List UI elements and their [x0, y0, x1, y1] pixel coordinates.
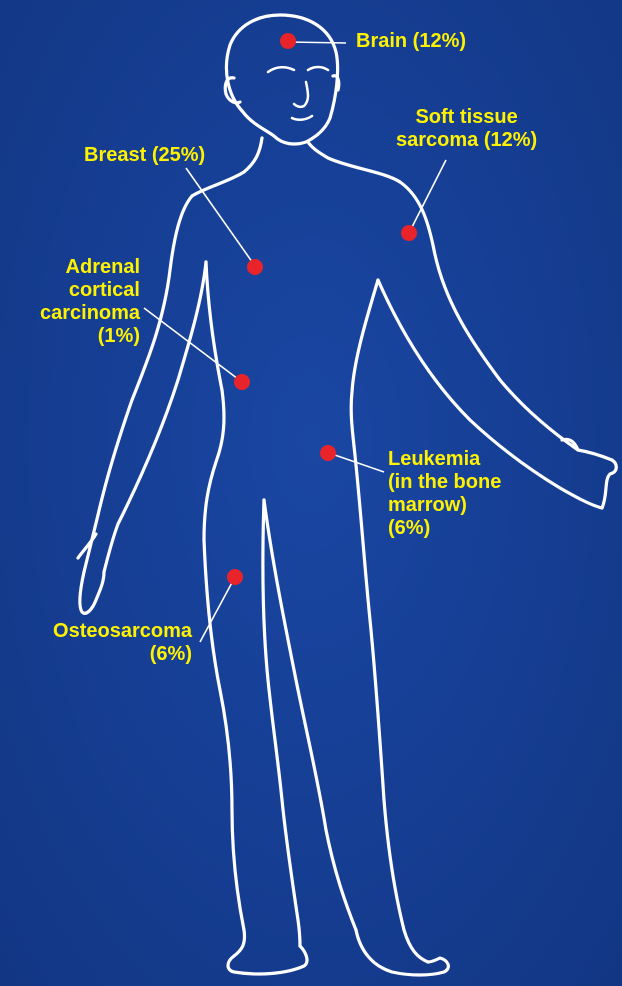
torso-left [204, 262, 224, 540]
label-breast-line: Breast (25%) [84, 144, 205, 167]
leg-left-outer [204, 540, 245, 956]
leg-left-inner [263, 500, 300, 946]
label-adrenal-line-4: (1%) [40, 325, 140, 348]
leader-line-brain [288, 42, 346, 43]
label-leukemia-line-3: marrow) [388, 494, 501, 517]
label-adrenal-line-1: Adrenal [40, 256, 140, 279]
hand-right [562, 439, 616, 508]
torso-right [351, 280, 378, 446]
label-adrenal-cortical-carcinoma: Adrenal cortical carcinoma (1%) [40, 256, 140, 348]
foot-right [356, 930, 448, 975]
nose [294, 82, 308, 107]
head-outline [226, 15, 337, 144]
arm-right-outer [400, 182, 612, 460]
eye-right [308, 67, 328, 70]
label-adrenal-line-2: cortical [40, 279, 140, 302]
label-soft-tissue-line-2: sarcoma (12%) [396, 129, 537, 152]
eye-left [268, 67, 294, 72]
marker-leukemia [320, 445, 336, 461]
label-leukemia-line-1: Leukemia [388, 448, 501, 471]
label-breast: Breast (25%) [84, 144, 205, 167]
marker-breast [247, 259, 263, 275]
neck-right [308, 142, 400, 182]
label-leukemia-line-4: (6%) [388, 517, 501, 540]
label-soft-tissue-line-1: Soft tissue [396, 106, 537, 129]
label-osteosarcoma-line-2: (6%) [10, 643, 192, 666]
label-osteosarcoma-line-1: Osteosarcoma [10, 620, 192, 643]
marker-soft-tissue-sarcoma [401, 225, 417, 241]
label-soft-tissue-sarcoma: Soft tissue sarcoma (12%) [396, 106, 537, 152]
mouth [292, 116, 312, 120]
label-leukemia: Leukemia (in the bone marrow) (6%) [388, 448, 501, 540]
label-leukemia-line-2: (in the bone [388, 471, 501, 494]
marker-brain [280, 33, 296, 49]
label-brain-line: Brain (12%) [356, 30, 466, 53]
marker-osteosarcoma [227, 569, 243, 585]
label-osteosarcoma: Osteosarcoma (6%) [10, 620, 192, 666]
leader-line-adrenal [144, 308, 242, 382]
label-adrenal-line-3: carcinoma [40, 302, 140, 325]
marker-adrenal [234, 374, 250, 390]
leg-right-inner [264, 500, 356, 930]
label-brain: Brain (12%) [356, 30, 466, 53]
